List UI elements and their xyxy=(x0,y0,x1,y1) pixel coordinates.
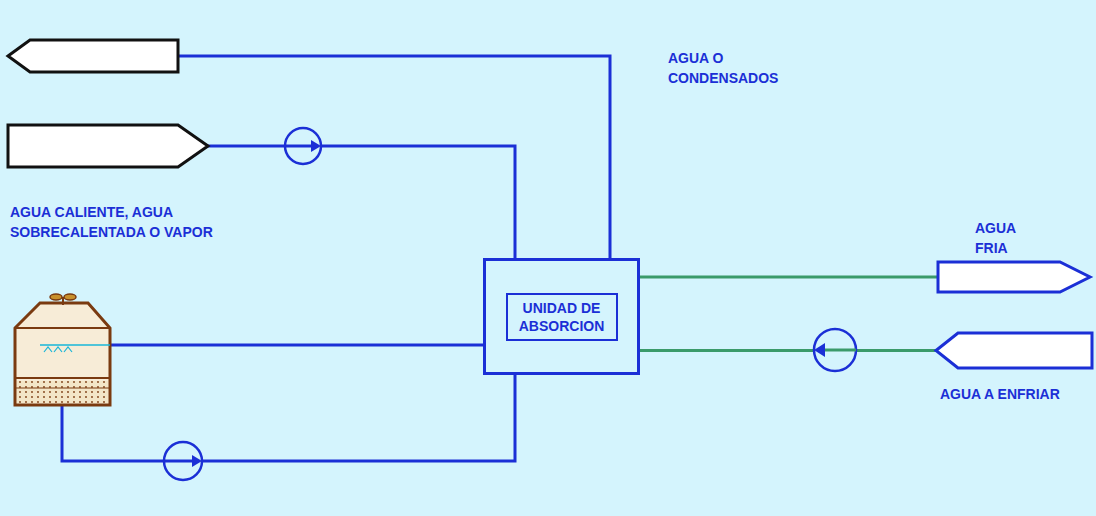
pipe-label: AGUA A ENFRIAR xyxy=(940,384,1090,404)
pipe-label: AGUA CALIENTE, AGUA SOBRECALENTADA O VAP… xyxy=(10,202,285,242)
outlet-pipe-end: AGUA O CONDENSADOS xyxy=(8,40,178,72)
pump-symbol xyxy=(285,128,321,164)
pipe-label: AGUA O CONDENSADOS xyxy=(668,48,793,88)
outlet-pipe-end: AGUA FRIA xyxy=(938,262,1090,292)
pipe-end-outline xyxy=(938,262,1090,292)
pipe-connector xyxy=(208,146,515,258)
unit-name: UNIDAD DE ABSORCION xyxy=(506,293,618,341)
pipe-connector xyxy=(640,276,938,279)
pipe-end-outline xyxy=(936,333,1092,368)
absorption-unit: UNIDAD DE ABSORCION xyxy=(483,258,640,375)
cooling-water-pipe xyxy=(62,375,515,461)
pump-symbol xyxy=(164,442,202,480)
pipe-label: AGUA FRIA xyxy=(975,218,1037,258)
pipe-connector xyxy=(640,349,936,352)
pipe-connector xyxy=(178,56,610,258)
cooling-tower xyxy=(15,294,110,405)
inlet-pipe-end: AGUA CALIENTE, AGUA SOBRECALENTADA O VAP… xyxy=(8,125,208,167)
cooling-water-pipe xyxy=(110,344,483,347)
pipe-end-outline xyxy=(8,40,178,72)
pipe-end-outline xyxy=(8,125,208,167)
inlet-pipe-end: AGUA A ENFRIAR xyxy=(936,333,1092,368)
pump-symbol xyxy=(814,329,856,371)
